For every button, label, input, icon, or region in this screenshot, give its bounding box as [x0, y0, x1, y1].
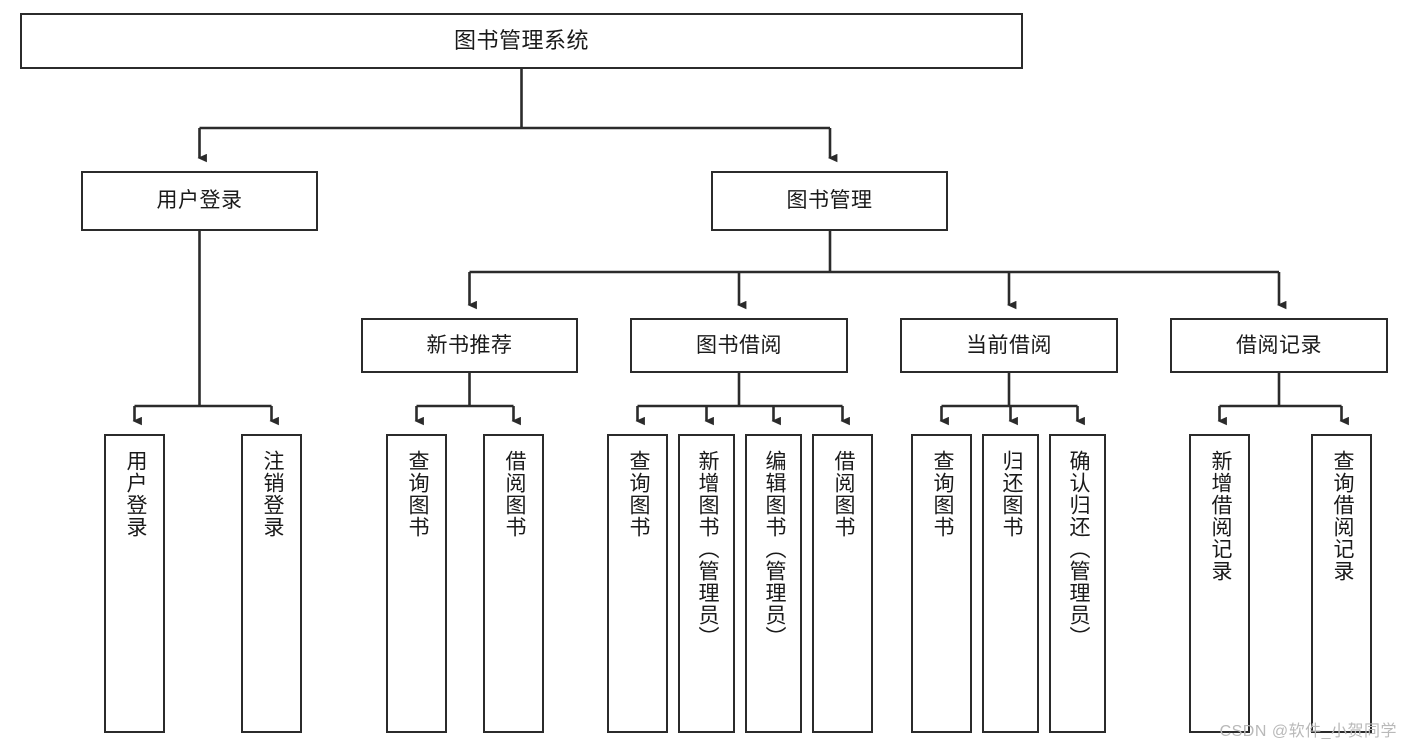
node-leaf-query-record[interactable]: 查询借阅记录 — [1311, 434, 1372, 733]
edges-newbook-leaves — [414, 373, 521, 426]
node-leaf-logout-label: 注销登录 — [260, 450, 284, 538]
edges-userlogin-leaves — [132, 231, 279, 426]
node-book-borrow[interactable]: 图书借阅 — [630, 318, 848, 373]
node-user-login-label: 用户登录 — [156, 189, 243, 213]
node-new-book-recommend[interactable]: 新书推荐 — [361, 318, 578, 373]
node-leaf-borrow-book-2-label: 借阅图书 — [831, 450, 855, 538]
node-current-borrow[interactable]: 当前借阅 — [900, 318, 1118, 373]
node-leaf-query-book-3-label: 查询图书 — [930, 450, 954, 538]
node-leaf-query-book-1[interactable]: 查询图书 — [386, 434, 447, 733]
node-leaf-query-book-3[interactable]: 查询图书 — [911, 434, 972, 733]
node-leaf-borrow-book-2[interactable]: 借阅图书 — [812, 434, 873, 733]
node-user-login[interactable]: 用户登录 — [81, 171, 318, 231]
node-new-book-recommend-label: 新书推荐 — [426, 333, 513, 357]
node-borrow-record[interactable]: 借阅记录 — [1170, 318, 1388, 373]
node-borrow-record-label: 借阅记录 — [1236, 333, 1322, 357]
edges-bookborrow-leaves — [635, 373, 850, 426]
node-leaf-query-book-2-label: 查询图书 — [626, 450, 650, 538]
node-root-label: 图书管理系统 — [453, 27, 589, 53]
node-leaf-return-book-label: 归还图书 — [999, 450, 1023, 538]
node-leaf-borrow-book-1[interactable]: 借阅图书 — [483, 434, 544, 733]
node-leaf-logout[interactable]: 注销登录 — [241, 434, 302, 733]
node-leaf-confirm-return[interactable]: 确认归还（管理员） — [1049, 434, 1106, 733]
node-leaf-query-book-1-label: 查询图书 — [405, 450, 429, 538]
edges-currentborrow-leaves — [939, 373, 1085, 426]
node-current-borrow-label: 当前借阅 — [966, 333, 1052, 357]
node-leaf-query-record-label: 查询借阅记录 — [1330, 450, 1354, 582]
node-leaf-add-record[interactable]: 新增借阅记录 — [1189, 434, 1250, 733]
node-leaf-query-book-2[interactable]: 查询图书 — [607, 434, 668, 733]
node-leaf-add-record-label: 新增借阅记录 — [1208, 450, 1232, 582]
node-leaf-user-login[interactable]: 用户登录 — [104, 434, 165, 733]
node-leaf-edit-book-label: 编辑图书（管理员） — [762, 450, 786, 648]
edges-booksmanage-level3 — [467, 231, 1287, 310]
node-leaf-confirm-return-label: 确认归还（管理员） — [1066, 450, 1090, 648]
edges-root-level2 — [197, 69, 838, 163]
node-leaf-return-book[interactable]: 归还图书 — [982, 434, 1039, 733]
node-book-manage-label: 图书管理 — [786, 189, 873, 213]
node-leaf-edit-book[interactable]: 编辑图书（管理员） — [745, 434, 802, 733]
node-leaf-add-book-label: 新增图书（管理员） — [695, 450, 719, 648]
node-leaf-user-login-label: 用户登录 — [123, 450, 147, 538]
node-leaf-add-book[interactable]: 新增图书（管理员） — [678, 434, 735, 733]
edges-borrowrecord-leaves — [1217, 373, 1349, 426]
node-leaf-borrow-book-1-label: 借阅图书 — [502, 450, 526, 538]
node-root[interactable]: 图书管理系统 — [20, 13, 1023, 69]
node-book-manage[interactable]: 图书管理 — [711, 171, 948, 231]
node-book-borrow-label: 图书借阅 — [696, 333, 782, 357]
